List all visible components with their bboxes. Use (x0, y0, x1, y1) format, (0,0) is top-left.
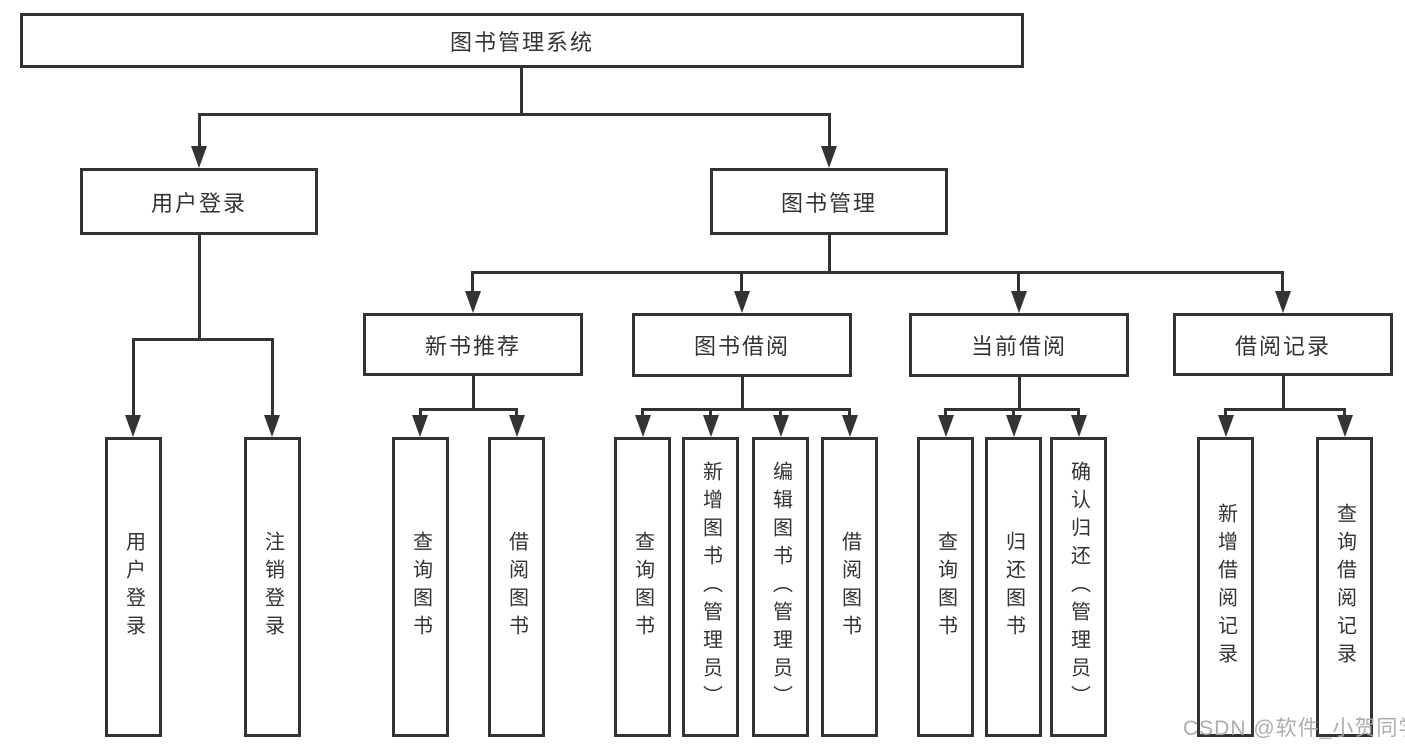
edge-leaf-stub (1077, 408, 1080, 420)
node-book-borrow-label: 图书借阅 (693, 334, 790, 359)
edge-leaf-stub (709, 408, 712, 420)
edge-book-mgmt-stub (828, 113, 831, 151)
leaf-query-books-current-label: 查询图书 (934, 531, 957, 643)
edge-leaf-stub (1012, 408, 1015, 420)
leaf-borrow-books: 借阅图书 (821, 437, 878, 737)
edge-leaf-stub (848, 408, 851, 420)
node-current-borrow-label: 当前借阅 (970, 334, 1067, 359)
leaf-add-borrow-record: 新增借阅记录 (1197, 437, 1254, 737)
edge-user-login-hline (132, 338, 274, 341)
node-current-borrow: 当前借阅 (909, 313, 1129, 377)
edge-leaf-stub (515, 408, 518, 420)
edge-book-mgmt-hline (471, 271, 1284, 274)
arrow-down-icon (842, 415, 858, 437)
leaf-user-login: 用户登录 (105, 437, 162, 737)
leaf-query-borrow-record: 查询借阅记录 (1316, 437, 1373, 737)
arrow-down-icon (412, 415, 428, 437)
node-book-borrow: 图书借阅 (632, 313, 852, 377)
leaf-query-books-current: 查询图书 (917, 437, 974, 737)
leaf-confirm-return-admin: 确认归还（管理员） (1050, 437, 1107, 737)
arrow-down-icon (125, 415, 141, 437)
edge-user-login-stub (198, 113, 201, 151)
node-user-login-label: 用户登录 (150, 190, 247, 216)
arrow-down-icon (465, 291, 481, 313)
edge-l3-stub (1017, 271, 1020, 295)
leaf-borrow-books-recommend-label: 借阅图书 (505, 531, 528, 643)
edge-book-borrow-vline (741, 377, 744, 408)
node-book-management-label: 图书管理 (780, 190, 877, 216)
edge-current-borrow-vline (1018, 377, 1021, 408)
edge-leaf-stub (944, 408, 947, 420)
edge-borrow-records-vline (1282, 376, 1285, 408)
leaf-return-book-label: 归还图书 (1002, 531, 1025, 643)
edge-new-book-hline (419, 408, 518, 411)
arrow-down-icon (1071, 415, 1087, 437)
leaf-query-books-recommend-label: 查询图书 (409, 531, 432, 643)
leaf-query-books-borrow-label: 查询图书 (631, 531, 654, 643)
edge-root-vline (520, 68, 523, 113)
leaf-query-books-recommend: 查询图书 (392, 437, 449, 737)
leaf-confirm-return-admin-label: 确认归还（管理员） (1067, 461, 1090, 713)
leaf-borrow-books-recommend: 借阅图书 (488, 437, 545, 737)
leaf-edit-book-admin: 编辑图书（管理员） (752, 437, 809, 737)
leaf-logout: 注销登录 (244, 437, 301, 737)
leaf-add-book-admin: 新增图书（管理员） (682, 437, 739, 737)
node-root: 图书管理系统 (20, 13, 1024, 68)
leaf-add-borrow-record-label: 新增借阅记录 (1214, 503, 1237, 671)
arrow-down-icon (703, 415, 719, 437)
edge-new-book-vline (472, 376, 475, 408)
edge-leaf-stub (1224, 408, 1227, 420)
arrow-down-icon (1011, 291, 1027, 313)
edge-leaf-stub (271, 338, 274, 418)
edge-leaf-stub (419, 408, 422, 420)
edge-l3-stub (471, 271, 474, 295)
leaf-edit-book-admin-label: 编辑图书（管理员） (769, 461, 792, 713)
edge-leaf-stub (641, 408, 644, 420)
arrow-down-icon (509, 415, 525, 437)
arrow-down-icon (635, 415, 651, 437)
leaf-query-borrow-record-label: 查询借阅记录 (1333, 503, 1356, 671)
edge-borrow-records-hline (1224, 408, 1346, 411)
edge-leaf-stub (1343, 408, 1346, 420)
edge-leaf-stub (132, 338, 135, 418)
arrow-down-icon (191, 146, 207, 168)
leaf-add-book-admin-label: 新增图书（管理员） (699, 461, 722, 713)
edge-book-mgmt-vline (828, 235, 831, 271)
arrow-down-icon (1006, 415, 1022, 437)
leaf-return-book: 归还图书 (985, 437, 1042, 737)
arrow-down-icon (1218, 415, 1234, 437)
arrow-down-icon (938, 415, 954, 437)
edge-l3-stub (740, 271, 743, 295)
edge-leaf-stub (779, 408, 782, 420)
node-new-book-recommend-label: 新书推荐 (424, 333, 521, 359)
arrow-down-icon (773, 415, 789, 437)
edge-l3-stub (1281, 271, 1284, 295)
node-new-book-recommend: 新书推荐 (363, 313, 583, 376)
arrow-down-icon (264, 415, 280, 437)
leaf-query-books-borrow: 查询图书 (614, 437, 671, 737)
arrow-down-icon (734, 291, 750, 313)
arrow-down-icon (1275, 291, 1291, 313)
arrow-down-icon (1337, 415, 1353, 437)
node-borrow-records-label: 借阅记录 (1234, 333, 1331, 359)
node-book-management: 图书管理 (710, 168, 948, 235)
edge-user-login-vline (198, 235, 201, 338)
node-user-login: 用户登录 (80, 168, 318, 235)
node-borrow-records: 借阅记录 (1173, 313, 1393, 376)
arrow-down-icon (821, 146, 837, 168)
watermark: CSDN @软件_小贺同学 (1183, 717, 1405, 740)
edge-root-hline (198, 113, 830, 116)
edge-book-borrow-hline (641, 408, 851, 411)
node-root-label: 图书管理系统 (449, 29, 594, 55)
leaf-borrow-books-label: 借阅图书 (838, 531, 861, 643)
leaf-logout-label: 注销登录 (261, 531, 284, 643)
leaf-user-login-label: 用户登录 (122, 531, 145, 643)
